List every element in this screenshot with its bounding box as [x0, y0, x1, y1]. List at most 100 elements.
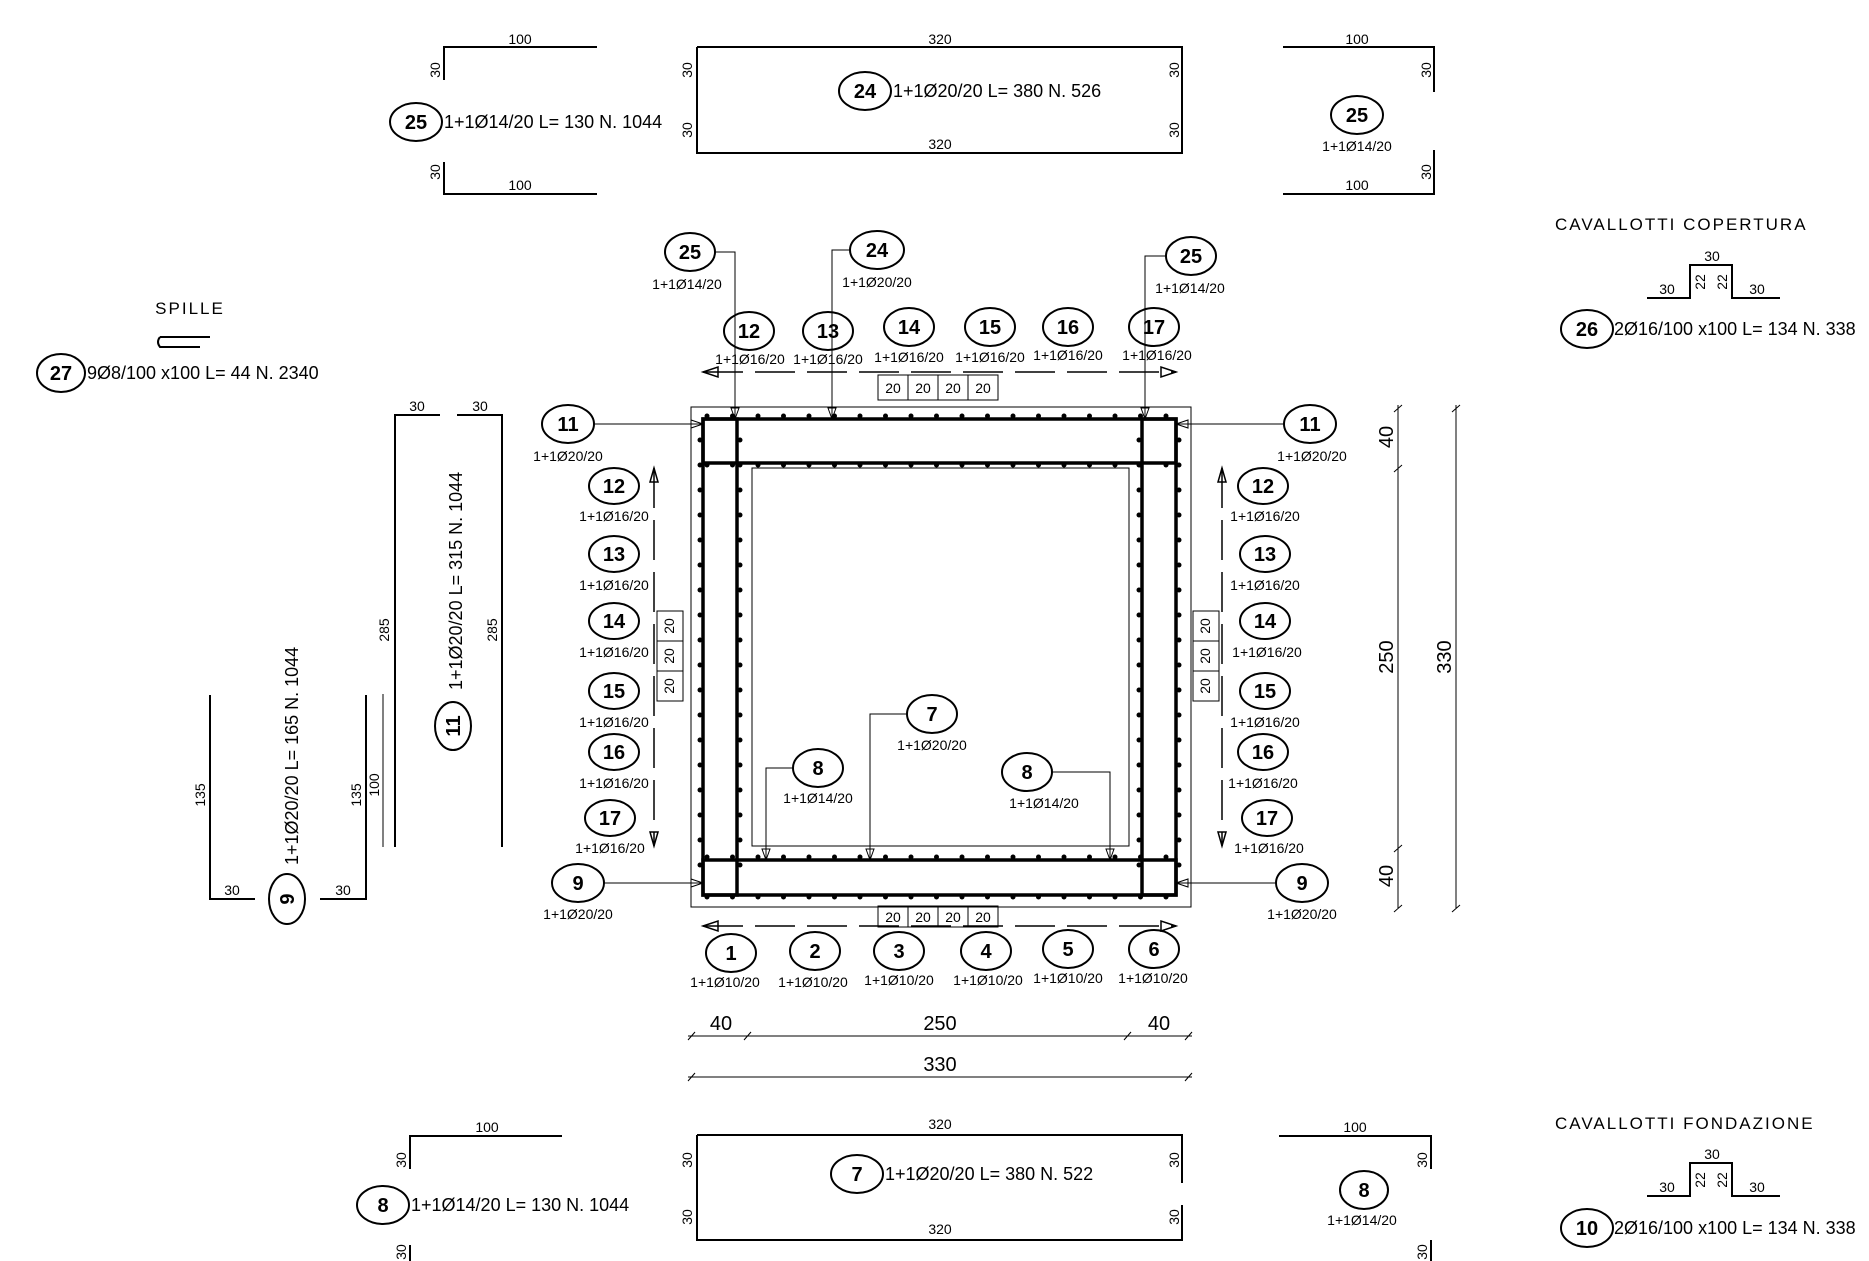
dim-30: 30 [1166, 1152, 1182, 1168]
dim-30: 30 [1418, 164, 1434, 180]
rebar-dot [697, 737, 703, 743]
rebar-dot [806, 894, 812, 900]
rebar-dot [1010, 854, 1016, 860]
dim-20: 20 [915, 909, 931, 925]
dim-30: 30 [1704, 1146, 1720, 1162]
bubble-8: 8 [377, 1195, 388, 1217]
cavallotti-fondazione: CAVALLOTTI FONDAZIONE 30 30 30 22 22 10 … [1555, 1114, 1856, 1248]
dim-20: 20 [915, 380, 931, 396]
bubble-12-left: 12 [603, 476, 625, 498]
bubble-26: 26 [1576, 319, 1598, 341]
rebar-dot [1087, 462, 1092, 468]
rebar-dot [1010, 894, 1016, 900]
rebar-dot [704, 413, 710, 419]
bubble-9: 9 [277, 893, 299, 904]
rebar-dot [755, 413, 761, 419]
dim-100: 100 [1345, 177, 1369, 193]
rebar-dot [908, 462, 914, 468]
rebar-dot [755, 894, 761, 900]
bubble-11: 11 [443, 715, 465, 736]
rebar-dot [985, 894, 990, 900]
rebar-dot [1136, 537, 1142, 543]
schedule-9: 1+1Ø20/20 L= 165 N. 1044 [282, 647, 302, 865]
bar-25-shape-right-top [1283, 46, 1435, 92]
dim-40: 40 [1376, 865, 1398, 887]
dim-20: 20 [1197, 648, 1213, 664]
dim-285: 285 [376, 618, 392, 642]
bar-desc-17: 1+1Ø16/20 [575, 840, 645, 856]
rebar-dot [1138, 894, 1143, 900]
bar-desc-12: 1+1Ø16/20 [579, 508, 649, 524]
bar-desc-17: 1+1Ø16/20 [1234, 840, 1304, 856]
bar-desc-14: 1+1Ø16/20 [874, 349, 944, 365]
rebar-dot [1036, 413, 1041, 419]
dim-20: 20 [1197, 618, 1213, 634]
bar-desc-5: 1+1Ø10/20 [1033, 970, 1103, 986]
rebar-dot [1176, 837, 1182, 843]
bubble-9-right: 9 [1296, 873, 1307, 895]
rebar-dot [730, 462, 735, 468]
bar-desc-9: 1+1Ø20/20 [543, 906, 613, 922]
rebar-dot [1138, 854, 1143, 860]
dim-20: 20 [885, 380, 901, 396]
rebar-dot [1163, 894, 1169, 900]
dim-250: 250 [923, 1013, 956, 1035]
bar-desc-15: 1+1Ø16/20 [1230, 714, 1300, 730]
bubble-15-left: 15 [603, 681, 625, 703]
bubble-12-right: 12 [1252, 476, 1274, 498]
schedule-8: 1+1Ø14/20 L= 130 N. 1044 [411, 1195, 629, 1215]
rebar-dot [1112, 854, 1118, 860]
dim-330: 330 [1434, 640, 1456, 673]
dim-30: 30 [1166, 62, 1182, 78]
rebar-dot [1136, 712, 1142, 718]
rebar-dot [883, 854, 888, 860]
rebar-dot [1176, 712, 1182, 718]
dim-30: 30 [393, 1152, 409, 1168]
rebar-dot [697, 512, 703, 518]
rebar-dot [1163, 854, 1169, 860]
rebar-dot [959, 894, 965, 900]
rebar-dot [1176, 687, 1182, 693]
rebar-dot [697, 812, 703, 818]
dim-40: 40 [710, 1013, 732, 1035]
rebar-dot [1136, 612, 1142, 618]
bubble-25-leader-right: 25 [1180, 246, 1202, 268]
rebar-dot [1176, 862, 1182, 868]
rebar-dot [781, 894, 786, 900]
rebar-dot [737, 587, 743, 593]
rebar-dot [1176, 787, 1182, 793]
top-leaders: 25 1+1Ø14/20 24 1+1Ø20/20 25 1+1Ø14/20 [652, 230, 1225, 421]
bar-25-shape-right-bottom [1283, 150, 1435, 195]
rebar-dot [832, 894, 837, 900]
rebar-dot [959, 413, 965, 419]
bubble-24: 24 [854, 81, 877, 103]
dim-22: 22 [1692, 274, 1708, 290]
bubble-13-right: 13 [1254, 544, 1276, 566]
rebar-dot [704, 854, 710, 860]
rebar-dot [806, 854, 812, 860]
rebar-dot [985, 462, 990, 468]
rebar-dot [1036, 894, 1041, 900]
dim-135: 135 [192, 783, 208, 807]
dim-330: 330 [923, 1054, 956, 1076]
rebar-dot [1176, 462, 1182, 468]
rebar-dot [908, 854, 914, 860]
dim-22: 22 [1714, 1172, 1730, 1188]
bubble-2: 2 [809, 941, 820, 963]
rebar-dot [1163, 413, 1169, 419]
rebar-dot [737, 512, 743, 518]
rebar-dot [1176, 537, 1182, 543]
rebar-dot [985, 854, 990, 860]
bubble-11-right: 11 [1299, 414, 1320, 436]
bar-desc-25: 1+1Ø14/20 [1322, 138, 1392, 154]
bubble-16-right: 16 [1252, 742, 1274, 764]
bubble-15-right: 15 [1254, 681, 1276, 703]
heading-cavallotti-fondazione: CAVALLOTTI FONDAZIONE [1555, 1114, 1815, 1133]
dim-100: 100 [475, 1119, 499, 1135]
bar-desc-17: 1+1Ø16/20 [1122, 347, 1192, 363]
dim-135: 135 [348, 783, 364, 807]
dim-100: 100 [1343, 1119, 1367, 1135]
rebar-dot [959, 854, 965, 860]
rebar-dot [730, 894, 735, 900]
